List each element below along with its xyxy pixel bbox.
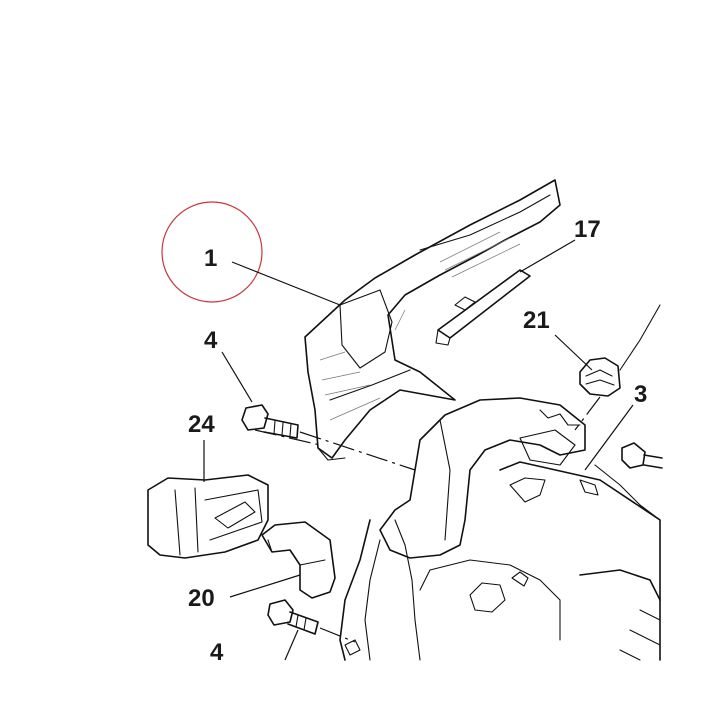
callout-4-bottom: 4 bbox=[210, 639, 224, 666]
part-3-chassis-housing bbox=[339, 304, 661, 661]
callout-3: 3 bbox=[634, 381, 647, 408]
part-20-elbow-hose bbox=[261, 521, 336, 599]
callout-24: 24 bbox=[188, 411, 215, 438]
callout-4-top: 4 bbox=[204, 327, 218, 354]
part-24-rubber-pad bbox=[147, 474, 269, 559]
part-4-bolt-top bbox=[241, 404, 299, 439]
callout-20: 20 bbox=[188, 585, 215, 612]
leader-lines bbox=[203, 239, 634, 661]
callout-1: 1 bbox=[204, 245, 217, 272]
part-1-bracket-panel bbox=[304, 179, 561, 461]
part-4-bolt-bottom bbox=[267, 599, 319, 635]
part-21-grommet bbox=[579, 357, 621, 397]
part-17-bar bbox=[435, 269, 531, 346]
callout-17: 17 bbox=[574, 216, 601, 243]
callout-21: 21 bbox=[523, 307, 550, 334]
part-4-bolt-right bbox=[621, 442, 663, 469]
highlight-circle bbox=[161, 201, 263, 303]
assembly-lines bbox=[254, 396, 601, 643]
